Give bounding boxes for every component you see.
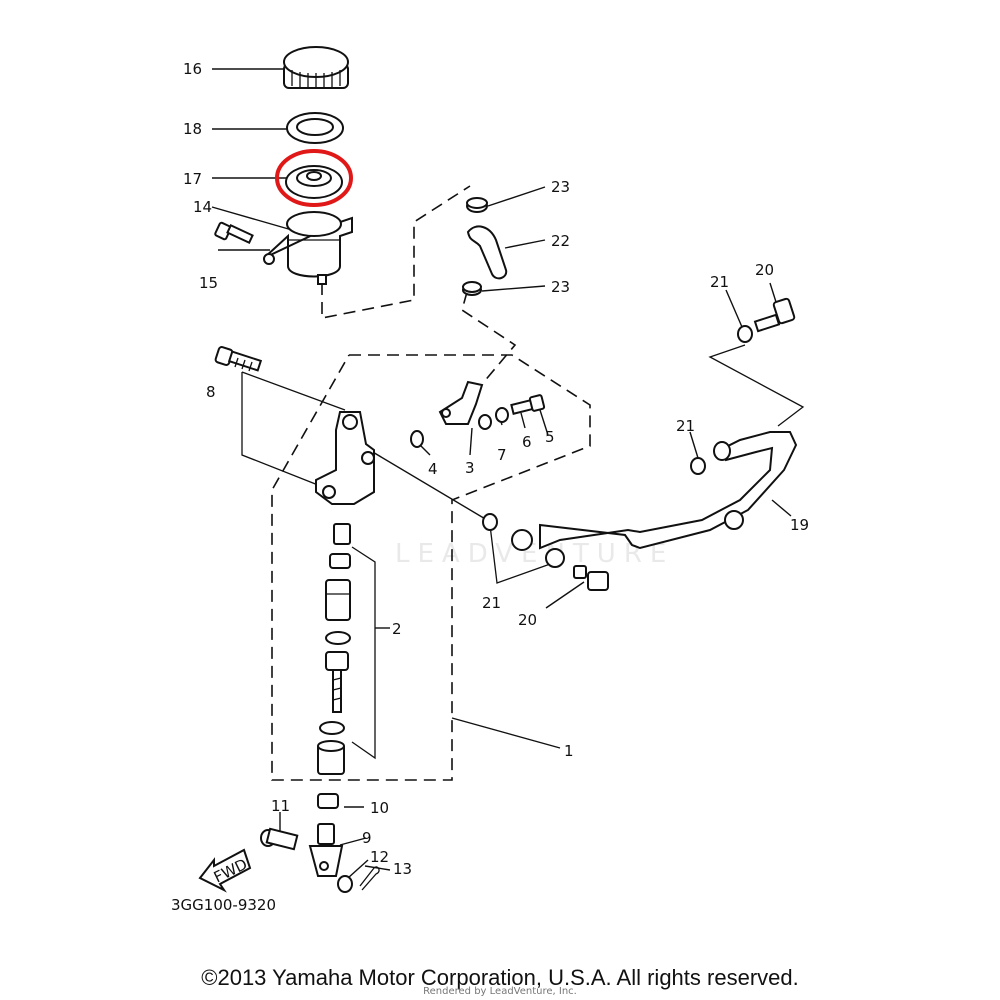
label-19: 19	[790, 516, 809, 534]
part-clevis	[308, 823, 344, 877]
part-hose-clip-lower	[462, 281, 482, 296]
part-brake-hose	[511, 431, 798, 551]
part-plain-washer	[337, 875, 353, 893]
copyright-notice: ©2013 Yamaha Motor Corporation, U.S.A. A…	[201, 965, 799, 990]
part-cylinder-kit	[317, 523, 351, 775]
label-8: 8	[206, 383, 216, 401]
label-2: 2	[392, 620, 402, 638]
part-union-bolt-upper	[753, 297, 796, 333]
label-15: 15	[199, 274, 218, 292]
part-lock-nut	[317, 793, 339, 809]
label-21-mid: 21	[676, 417, 695, 435]
assembly-outline	[271, 354, 591, 781]
label-12: 12	[370, 848, 389, 866]
callout-labels: 16 18 17 14 15 23 22 23 21 20 8 4 3 7 6 …	[171, 60, 809, 914]
label-14: 14	[193, 198, 212, 216]
label-22: 22	[551, 232, 570, 250]
rendered-by-credit: Rendered by LeadVenture, Inc.	[423, 986, 577, 997]
label-23-upper: 23	[551, 178, 570, 196]
label-16: 16	[183, 60, 202, 78]
label-4: 4	[428, 460, 438, 478]
part-reservoir-screw	[214, 221, 254, 245]
part-o-ring	[410, 430, 424, 448]
part-copper-washer-left	[482, 513, 498, 531]
label-10: 10	[370, 799, 389, 817]
label-1: 1	[564, 742, 574, 760]
label-23-lower: 23	[551, 278, 570, 296]
part-joint-screw	[510, 394, 546, 415]
label-18: 18	[183, 120, 202, 138]
part-hose-clip-upper	[466, 197, 488, 213]
label-6: 6	[522, 433, 532, 451]
part-master-cylinder-body	[315, 411, 375, 505]
hose-route-lower	[461, 291, 517, 384]
label-5: 5	[545, 428, 555, 446]
part-reservoir-cap	[283, 46, 349, 89]
part-union-bolt-lower	[573, 565, 609, 591]
part-clevis-pin	[260, 827, 299, 851]
label-17: 17	[183, 170, 202, 188]
part-diaphragm-plate	[286, 112, 344, 144]
part-reservoir-tank	[263, 211, 353, 285]
drawing-code: 3GG100-9320	[171, 896, 276, 914]
label-20-lower: 20	[518, 611, 537, 629]
label-7: 7	[497, 446, 507, 464]
label-11: 11	[271, 797, 290, 815]
part-joint-washer	[478, 414, 492, 430]
part-copper-washer-mid	[690, 457, 706, 475]
label-21-lower: 21	[482, 594, 501, 612]
reservoir-hose-route	[321, 185, 471, 319]
part-mounting-bolt	[214, 346, 263, 372]
label-9: 9	[362, 829, 372, 847]
part-copper-washer-upper	[737, 325, 753, 343]
leader-lines	[211, 68, 805, 879]
highlight-ring	[275, 149, 353, 207]
part-diaphragm	[285, 165, 343, 199]
part-lock-washer	[495, 407, 509, 423]
part-hose-joint	[438, 380, 484, 425]
label-3: 3	[465, 459, 475, 477]
fwd-label: FWD	[211, 855, 250, 887]
fwd-arrow-icon: FWD	[198, 848, 252, 893]
part-copper-washer-lower	[545, 548, 565, 568]
label-20-upper: 20	[755, 261, 774, 279]
label-13: 13	[393, 860, 412, 878]
label-21-upper: 21	[710, 273, 729, 291]
part-reservoir-hose	[466, 225, 508, 280]
part-cotter-pin	[359, 866, 380, 891]
